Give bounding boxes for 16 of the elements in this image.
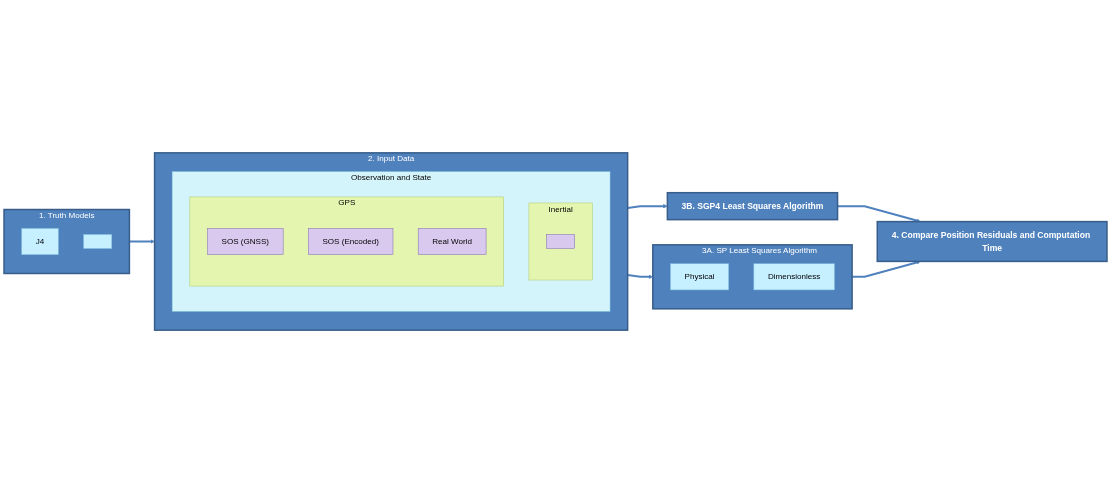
arrow (852, 260, 921, 278)
node-box (83, 234, 112, 249)
node-box: Real World (417, 228, 487, 255)
node-box: SOS (Encoded) (308, 228, 394, 255)
arrow (129, 239, 155, 244)
node-box: Physical (670, 263, 729, 291)
node-box: 3B. SGP4 Least Squares Algorithm (666, 191, 839, 221)
arrow (627, 203, 668, 209)
node-box: Dimensionless (753, 263, 835, 291)
node-box (546, 234, 575, 249)
arrow (627, 274, 653, 280)
node-box: J4 (21, 228, 59, 255)
cluster: Inertial (528, 202, 593, 281)
arrow (837, 205, 921, 223)
node-box: SOS (GNSS) (207, 228, 284, 255)
node-box: 4. Compare Position Residuals and Computation Time (876, 220, 1108, 263)
